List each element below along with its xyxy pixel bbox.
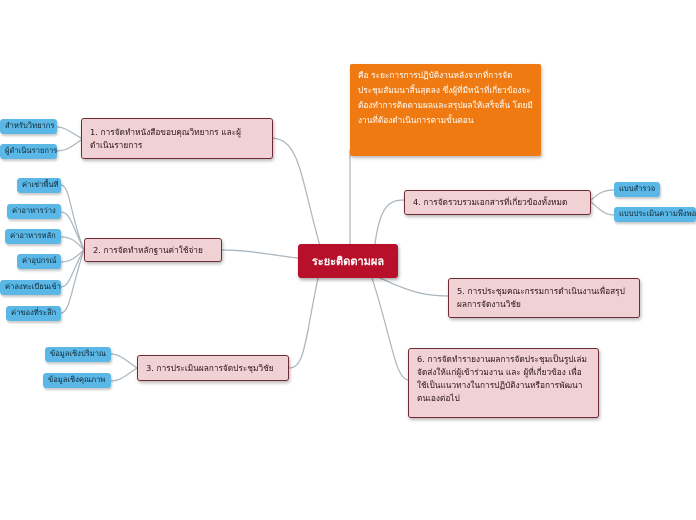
connector-t4-leaf2 xyxy=(590,201,615,216)
connector-t2-leaf2 xyxy=(60,211,85,251)
leaf-main-meals[interactable]: ค่าอาหารหลัก xyxy=(5,229,61,244)
connector-t2-leaf3 xyxy=(60,236,85,251)
leaf-survey-form[interactable]: แบบสำรวจ xyxy=(614,182,660,197)
central-description-note[interactable]: คือ ระยะการการปฏิบัติงานหลังจากที่การจัด… xyxy=(350,64,541,156)
topic-thank-you-letter[interactable]: 1. การจัดทำหนังสือขอบคุณวิทยากร และผู้ดำ… xyxy=(81,118,273,159)
connector-t4-leaf1 xyxy=(590,189,615,201)
leaf-equipment[interactable]: ค่าอุปกรณ์ xyxy=(17,254,61,269)
topic-collect-documents[interactable]: 4. การจัดรวบรวมเอกสารที่เกี่ยวข้องทั้งหม… xyxy=(404,190,591,215)
leaf-venue-rental[interactable]: ค่าเช่าพื้นที่ xyxy=(17,178,61,193)
connector-t1-leaf1 xyxy=(56,126,82,139)
topic-expense-evidence[interactable]: 2. การจัดทำหลักฐานค่าใช้จ่าย xyxy=(84,238,222,262)
connector-central-t4 xyxy=(374,199,405,245)
leaf-registration[interactable]: ค่าลงทะเบียนเข้างาน xyxy=(0,280,61,295)
connector-t1-leaf2 xyxy=(56,139,82,152)
connector-central-t1 xyxy=(271,137,321,247)
leaf-quantitative-data[interactable]: ข้อมูลเชิงปริมาณ xyxy=(45,347,111,362)
leaf-snacks[interactable]: ค่าอาหารว่าง xyxy=(7,204,61,219)
topic-final-report[interactable]: 6. การจัดทำรายงานผลการจัดประชุมเป็นรูปเล… xyxy=(408,348,599,418)
central-topic[interactable]: ระยะติดตามผล xyxy=(298,244,398,278)
connector-t2-leaf6 xyxy=(60,249,85,314)
connector-t3-leaf2 xyxy=(110,367,138,382)
topic-committee-meeting[interactable]: 5. การประชุมคณะกรรมการดำเนินงานเพื่อสรุป… xyxy=(448,278,640,318)
connector-central-t5 xyxy=(379,277,449,297)
connector-central-t6 xyxy=(371,277,409,381)
connector-central-t2 xyxy=(221,249,299,259)
leaf-qualitative-data[interactable]: ข้อมูลเชิงคุณภาพ xyxy=(43,373,111,388)
leaf-for-speakers[interactable]: สำหรับวิทยากร xyxy=(0,119,57,134)
leaf-for-moderators[interactable]: ผู้ดำเนินรายการ xyxy=(0,144,57,159)
connector-t2-leaf5 xyxy=(60,249,85,288)
connector-central-t3 xyxy=(288,277,319,369)
connector-t2-leaf4 xyxy=(60,249,85,263)
connector-t3-leaf1 xyxy=(110,353,138,369)
connector-t2-leaf1 xyxy=(60,184,85,251)
topic-evaluation[interactable]: 3. การประเมินผลการจัดประชุมวิชัย xyxy=(137,355,289,381)
leaf-souvenirs[interactable]: ค่าของที่ระลึก xyxy=(6,306,61,321)
leaf-satisfaction-form[interactable]: แบบประเมินความพึงพอใจ xyxy=(614,207,696,222)
